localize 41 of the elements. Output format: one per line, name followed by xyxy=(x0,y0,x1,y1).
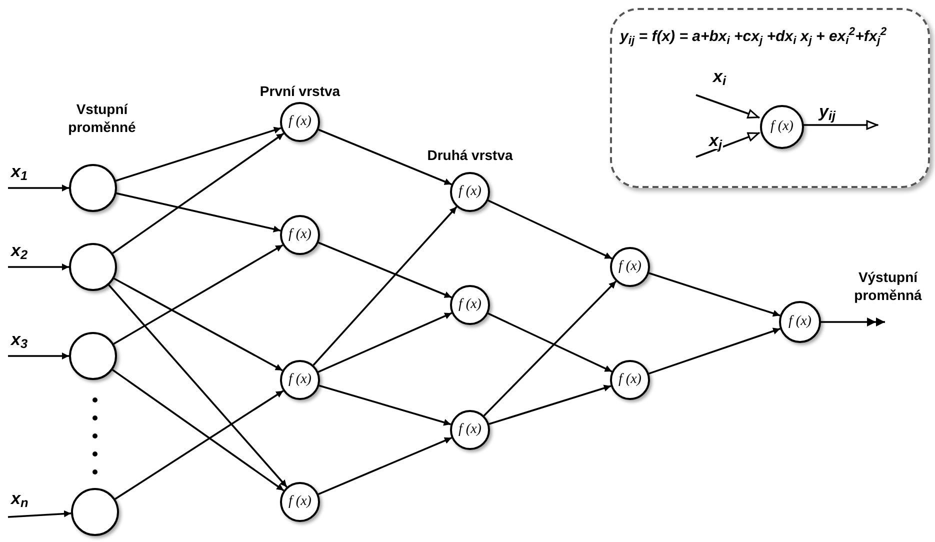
arrow xyxy=(113,244,284,345)
function-label: f (x) xyxy=(458,423,482,437)
layer-heading: Vstupní proměnné xyxy=(67,100,137,136)
arrow xyxy=(318,384,452,426)
arrow xyxy=(488,312,612,372)
output-heading: Výstupní proměnná xyxy=(853,268,923,304)
arrow xyxy=(696,94,760,118)
arrow xyxy=(312,206,458,366)
function-label: f (x) xyxy=(458,185,482,199)
arrow xyxy=(8,184,69,192)
function-label: f (x) xyxy=(458,298,482,312)
arrow xyxy=(648,272,780,317)
arrow xyxy=(648,328,780,374)
arrow xyxy=(8,264,69,270)
function-label: f (x) xyxy=(788,315,812,329)
arrow xyxy=(8,352,69,360)
arrow xyxy=(318,242,452,298)
function-label: f (x) xyxy=(770,120,794,134)
arrow xyxy=(116,192,281,232)
layer-heading: První vrstva xyxy=(258,82,342,100)
function-label: f (x) xyxy=(288,228,312,242)
arrow xyxy=(488,200,612,260)
function-label: f (x) xyxy=(288,115,312,129)
arrow xyxy=(112,132,284,254)
arrow xyxy=(114,278,283,372)
arrow xyxy=(112,369,284,492)
arrow xyxy=(116,126,282,182)
arrow xyxy=(696,132,760,158)
layer-heading: Druhá vrstva xyxy=(426,146,514,164)
arrow xyxy=(488,384,612,425)
arrow xyxy=(114,390,284,500)
arrow xyxy=(318,436,452,496)
function-label: f (x) xyxy=(288,373,312,387)
arrow xyxy=(483,280,617,416)
arrow xyxy=(318,128,452,186)
function-label: f (x) xyxy=(618,260,642,274)
arrow xyxy=(802,120,878,130)
arrow xyxy=(8,510,72,518)
arrow xyxy=(108,284,288,488)
function-label: f (x) xyxy=(618,373,642,387)
function-label: f (x) xyxy=(288,495,312,509)
